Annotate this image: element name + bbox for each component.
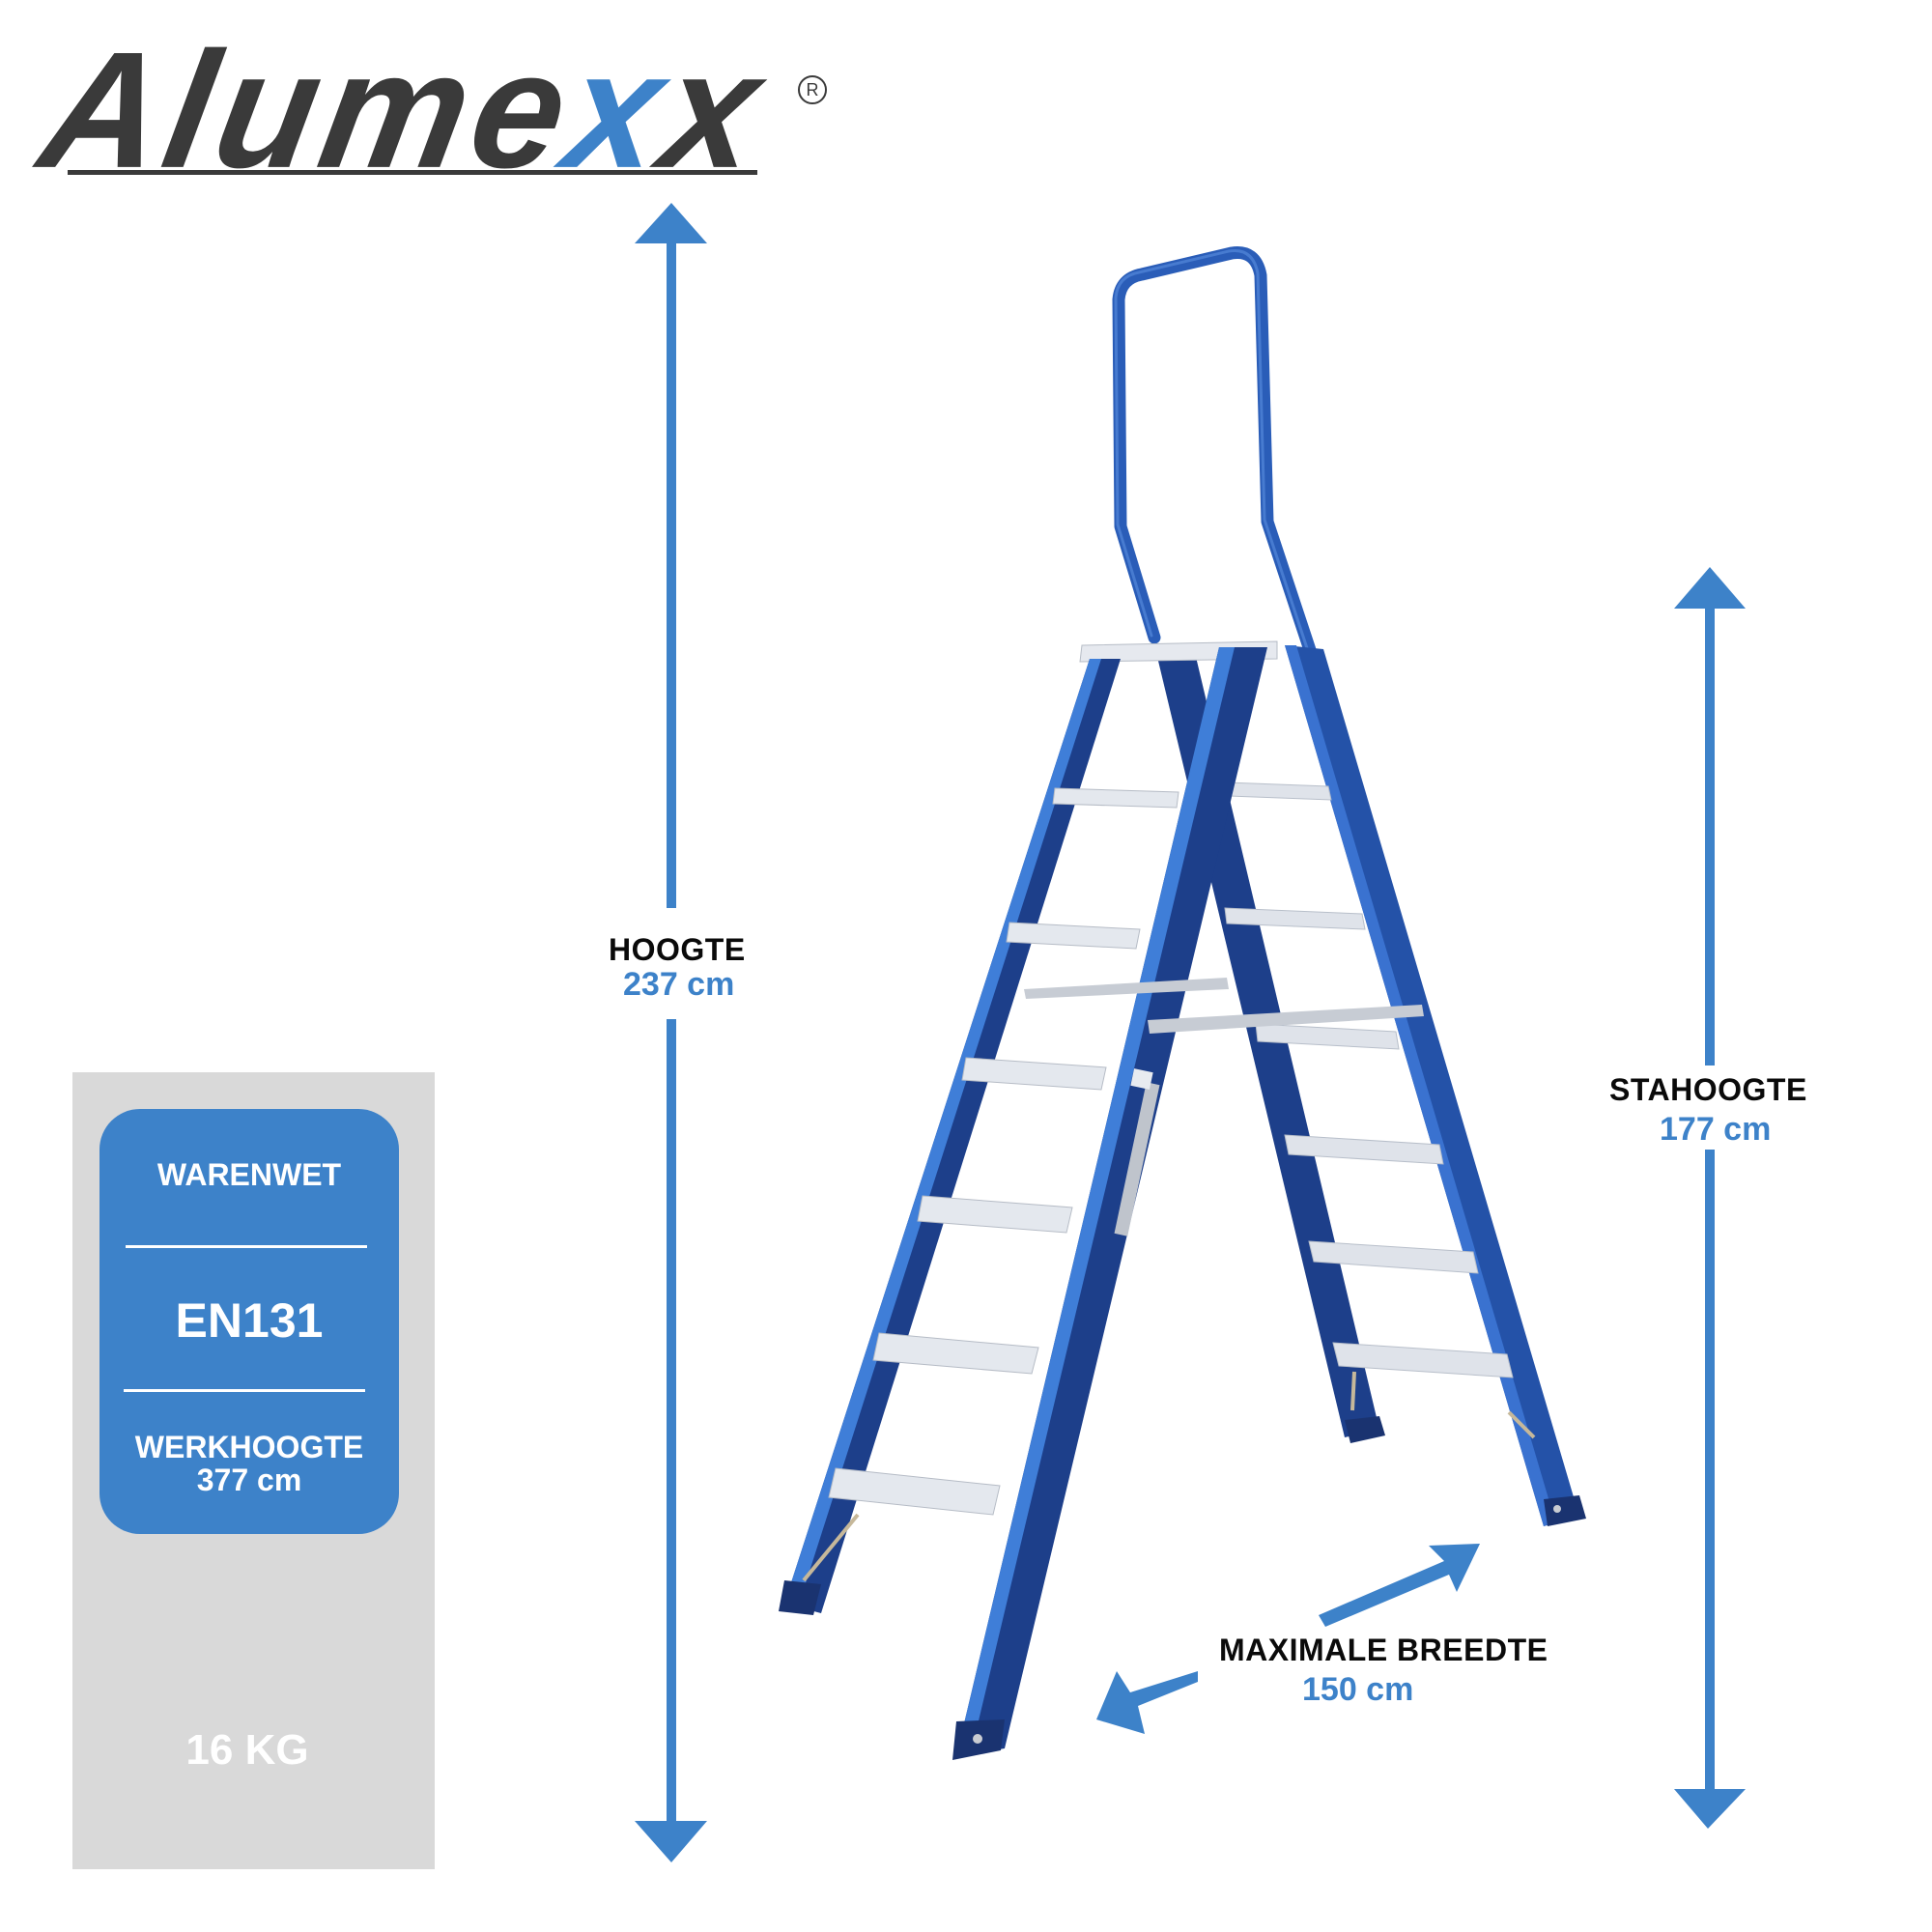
height-dimension-arrow [635, 203, 707, 1862]
arrow-up-icon [635, 203, 707, 243]
standard-text: EN131 [175, 1293, 324, 1348]
ladder-handrail [1112, 246, 1321, 668]
arrow-down-icon [635, 1821, 707, 1862]
working-height-value: 377 cm [196, 1463, 302, 1497]
arrow-ne-icon [1319, 1544, 1480, 1627]
max-width-value: 150 cm [1302, 1671, 1414, 1708]
compliance-card: WARENWET EN131 WERKHOOGTE 377 cm [99, 1109, 399, 1534]
card-divider [126, 1245, 367, 1248]
max-width-label: MAXIMALE BREEDTE [1219, 1633, 1548, 1667]
ladder-safety-label [1114, 1082, 1160, 1236]
arrow-sw-icon [1096, 1671, 1198, 1734]
regulation-text: WARENWET [156, 1157, 342, 1192]
standing-height-value: 177 cm [1660, 1111, 1772, 1148]
brand-logo: Alumexx R [0, 0, 850, 203]
height-value: 237 cm [623, 966, 735, 1003]
standing-height-label: STAHOOGTE [1609, 1072, 1807, 1107]
height-label: HOOGTE [609, 932, 746, 967]
registered-trademark-icon: R [798, 75, 827, 104]
arrow-up-icon [1674, 567, 1746, 609]
arrow-down-icon [1674, 1789, 1746, 1829]
card-divider [124, 1389, 365, 1392]
weight-value: 16 KG [185, 1726, 309, 1774]
brand-logo-underline [68, 170, 757, 175]
standing-height-dimension-arrow [1674, 567, 1746, 1829]
working-height-label: WERKHOOGTE [134, 1430, 364, 1464]
width-dimension-arrow [1096, 1544, 1480, 1734]
step-ladder-image [779, 246, 1586, 1760]
